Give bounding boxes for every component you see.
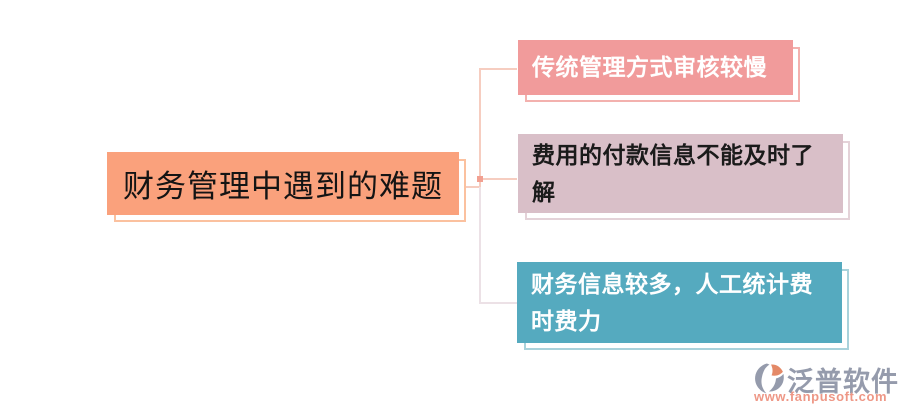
branch-1-face: 传统管理方式审核较慢 [518, 40, 793, 95]
branch-node-1: 传统管理方式审核较慢 [518, 40, 800, 102]
watermark: 泛普软件 www.fanpusoft.com [753, 360, 898, 406]
branch-3-face: 财务信息较多，人工统计费时费力 [517, 262, 842, 343]
branch-2-face: 费用的付款信息不能及时了解 [518, 134, 843, 213]
watermark-brand-text: 泛普软件 [787, 367, 899, 397]
fanpu-icon-gray-petal [768, 373, 784, 392]
branch-1-label: 传统管理方式审核较慢 [532, 54, 767, 80]
connector-upper-branch-lines [465, 68, 517, 188]
root-node: 财务管理中遇到的难题 [107, 152, 466, 222]
root-node-label: 财务管理中遇到的难题 [123, 169, 443, 204]
branch-node-3: 财务信息较多，人工统计费时费力 [517, 262, 849, 350]
fanpu-swirl-icon [755, 363, 784, 394]
fanpu-icon-gray-crescent [755, 363, 770, 394]
branch-2-label: 费用的付款信息不能及时了解 [532, 141, 814, 205]
root-node-face: 财务管理中遇到的难题 [107, 152, 459, 215]
fanpu-icon-orange-petal [771, 364, 783, 376]
connector-lower-branch-lines [479, 187, 517, 304]
branch-node-2: 费用的付款信息不能及时了解 [518, 134, 850, 220]
branch-3-label: 财务信息较多，人工统计费时费力 [531, 270, 813, 334]
connector-junction-dot [477, 176, 483, 182]
watermark-url-text: www.fanpusoft.com [754, 389, 888, 404]
